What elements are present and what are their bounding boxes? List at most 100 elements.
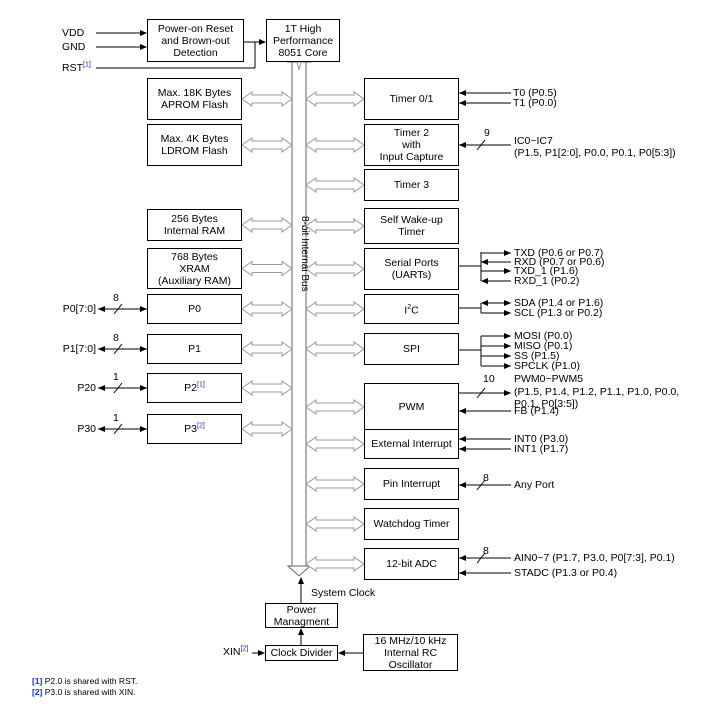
timer01-block: Timer 0/1 [364, 78, 459, 120]
xin-label-note: [2] [240, 645, 249, 653]
spi-block-label: SPI [403, 343, 420, 355]
bus-width-slash [476, 387, 486, 399]
sda-label: SDA (P1.4 or P1.6) [514, 297, 604, 309]
p0-block: P0 [147, 294, 242, 324]
p3-ext-head-out [98, 426, 105, 432]
timer3-bus-arrow [305, 177, 365, 193]
extint-block-label: External Interrupt [371, 438, 452, 450]
p0-width-label: 8 [113, 292, 119, 304]
pwm-label: PWM0~PWM5 [514, 373, 584, 385]
extint-bus-arrow [305, 436, 365, 452]
p2-width-label: 1 [113, 371, 119, 383]
ain-head [459, 555, 466, 561]
timer3-block-label: Timer 3 [393, 179, 430, 191]
osc-to-divider-head [338, 650, 345, 656]
pin-int-head [459, 482, 466, 488]
clock-divider-block-label: Clock Divider [270, 647, 333, 659]
spclk-head [504, 363, 511, 369]
sda-head [504, 300, 511, 306]
timer2-bus-arrow [305, 137, 365, 153]
bus-width-slash [476, 139, 486, 151]
miso-label: MISO (P0.1) [514, 340, 573, 352]
i2c-bus-arrow [305, 301, 365, 317]
p0-ext-label: P0[7:0] [62, 303, 96, 315]
mosi-label: MOSI (P0.0) [514, 330, 573, 342]
p2-ext-head-in [140, 385, 147, 391]
uart-block: Serial Ports(UARTs) [364, 248, 459, 290]
mosi-head [504, 333, 511, 339]
footnote-text: P2.0 is shared with RST. [42, 676, 138, 686]
ss-head [504, 353, 511, 359]
ldrom-bus-arrow [241, 137, 293, 153]
i2c-block: I2C [364, 294, 459, 324]
footnote-tag: [2] [32, 687, 43, 697]
internal-bus [291, 61, 307, 567]
extint-block: External Interrupt [364, 429, 459, 459]
p1-ext-head-in [140, 346, 147, 352]
p3-width-label: 1 [113, 412, 119, 424]
vdd-label: VDD [62, 27, 85, 39]
spi-bus-arrow [305, 341, 365, 357]
xin-label: XIN[2] [223, 645, 249, 659]
wakeup-bus-arrow [305, 218, 365, 234]
fb-label: FB (P1.4) [514, 405, 559, 417]
ram-bus-arrow [241, 217, 293, 233]
pwm-pins1: (P1.5, P1.4, P1.2, P1.1, P1.0, P0.0, [514, 386, 680, 398]
p3-ext-label: P30 [77, 423, 96, 435]
xram-bus-arrow [241, 260, 293, 277]
uart-bus-arrow [305, 261, 365, 277]
spi-block: SPI [364, 333, 459, 365]
bus-label: 8-bit Internal Bus [299, 216, 310, 292]
t0-label: T0 (P0.5) [513, 87, 557, 99]
stadc-label: STADC (P1.3 or P0.4) [514, 567, 618, 579]
xin-wire-head [258, 650, 265, 656]
p2-ext-label: P20 [77, 382, 96, 394]
p3-block: P3[2] [147, 414, 242, 444]
anyport-label: Any Port [514, 479, 555, 491]
ss-label: SS (P1.5) [514, 350, 560, 362]
wdt-block: Watchdog Timer [364, 508, 459, 540]
wdt-bus-arrow [305, 516, 365, 532]
aprom-bus-arrow [241, 91, 293, 107]
i2c-block-label: I2C [404, 303, 419, 317]
p0-ext-head-out [98, 306, 105, 312]
p2-block-label: P2[1] [184, 381, 205, 395]
pinint-bus-arrow [305, 476, 365, 492]
stadc-head [459, 570, 466, 576]
rxd-head [481, 259, 488, 265]
miso-head [504, 343, 511, 349]
ain-label: AIN0~7 (P1.7, P3.0, P0[7:3], P0.1) [514, 552, 675, 564]
sda-head-in [481, 300, 488, 306]
pwm-block-label: PWM [398, 401, 425, 413]
spclk-label: SPCLK (P1.0) [514, 360, 580, 372]
t1-label: T1 (P0.0) [513, 97, 557, 109]
p0-ext-head-in [140, 306, 147, 312]
ic-width: 9 [484, 127, 490, 139]
pwm-bus-arrow [305, 399, 365, 415]
system-clock-label: System Clock [311, 587, 376, 599]
footnote-text: P3.0 is shared with XIN. [42, 687, 136, 697]
rxd1-label: RXD_1 (P0.2) [514, 275, 580, 287]
scl-label: SCL (P1.3 or P0.2) [514, 307, 603, 319]
int1-head [459, 446, 466, 452]
ain-width: 8 [483, 545, 489, 557]
p1-ext-label: P1[7:0] [62, 343, 96, 355]
bus-width-slash [113, 343, 123, 355]
p3-note: [2] [197, 422, 205, 430]
t0-head [459, 90, 466, 96]
core-bus-link [296, 61, 302, 71]
